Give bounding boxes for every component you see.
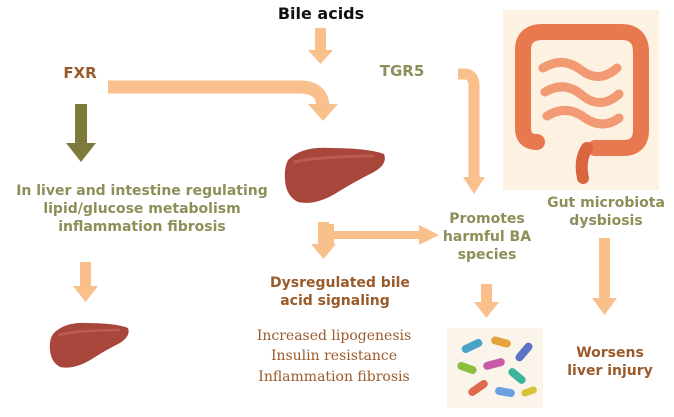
fxr-label: FXR [63,64,97,82]
harmful-ba-line-1: Promotes [449,211,525,227]
outcomes-text: Increased lipogenesis Insulin resistance… [244,326,424,387]
liver-icon [49,322,129,368]
inhibit-arrow-promotes [329,224,439,246]
arrow-liver-to-dysregulated [311,222,336,259]
bile-acids-label: Bile acids [277,4,365,23]
arrow-fxr-to-liver [108,80,338,121]
liver-injury-text: Worsens liver injury [560,344,660,380]
bacteria-icon [447,328,543,408]
harmful-ba-line-2: harmful BA [442,229,532,246]
arrow-fxr-down [66,104,96,162]
dysregulated-text: Dysregulated bile acid signaling [270,274,410,310]
dysbiosis-line-2: dysbiosis [569,213,643,230]
liver-injury-line-2: liver injury [567,363,653,380]
harmful-ba-line-3: species [457,247,517,264]
tgr5-label: TGR5 [379,62,425,80]
arrow-promotes-to-bacteria [474,284,499,318]
fxr-effects-line-3: inflammation fibrosis [58,219,226,236]
dysregulated-line-2: acid signaling [280,293,390,310]
outcome-inflammation: Inflammation fibrosis [258,368,410,385]
fxr-effects-text: In liver and intestine regulating lipid/… [4,182,280,237]
intestine-icon [503,10,659,190]
dysbiosis-line-1: Gut microbiota [547,195,665,211]
fxr-effects-line-1: In liver and intestine regulating [16,183,268,199]
liver-injury-line-1: Worsens [576,345,644,361]
outcome-insulin: Insulin resistance [270,348,398,365]
arrow-dysbiosis-to-worsens [592,238,617,315]
fxr-effects-line-2: lipid/glucose metabolism [43,201,241,218]
arrow-bile-to-center [308,28,333,64]
outcome-lipogenesis: Increased lipogenesis [256,328,412,344]
liver-icon [284,147,385,203]
arrow-tgr5-to-promotes [458,68,485,194]
dysbiosis-text: Gut microbiota dysbiosis [546,194,666,230]
harmful-ba-text: Promotes harmful BA species [432,210,542,265]
dysregulated-line-1: Dysregulated bile [270,275,410,291]
arrow-effects-to-liver [73,262,98,302]
